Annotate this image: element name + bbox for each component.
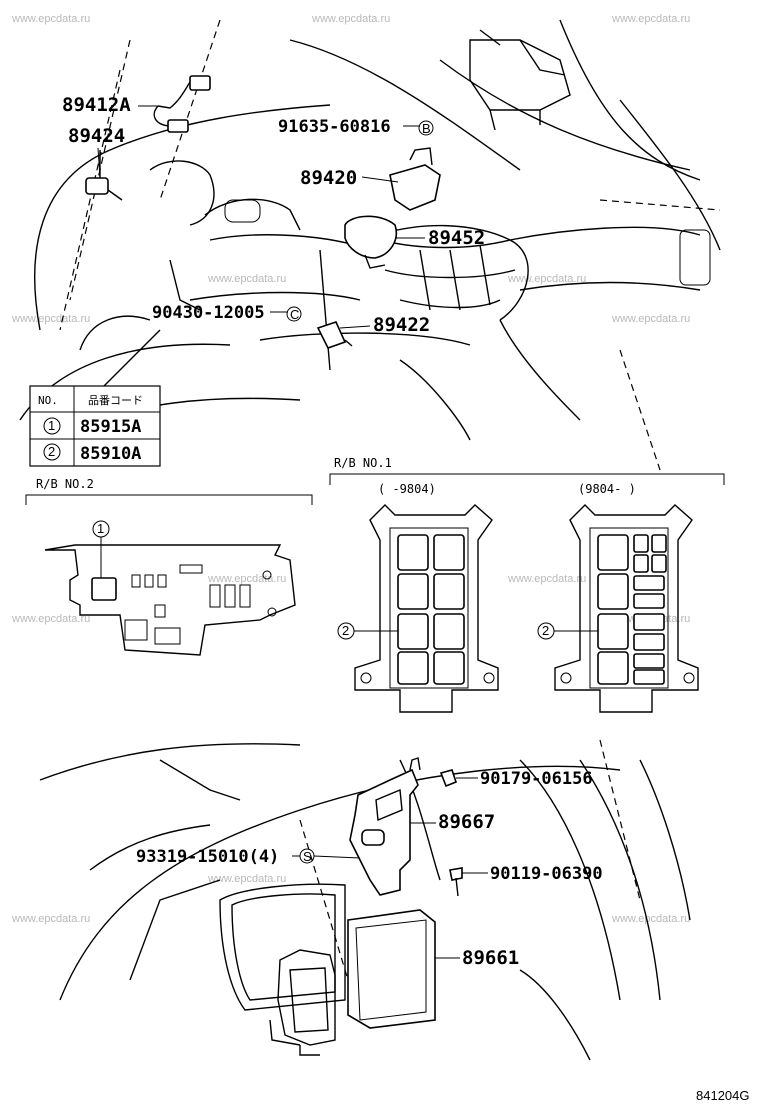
marker-s: S: [303, 849, 312, 864]
marker-b-circle: [418, 120, 434, 136]
watermark: www.epcdata.ru: [11, 913, 90, 925]
marker-1: 1: [97, 521, 104, 536]
marker-2: 2: [542, 623, 549, 638]
ecu-area-drawing: [39, 739, 691, 1061]
table-row-part[interactable]: 85915A: [80, 417, 141, 437]
part-number-89412a[interactable]: 89412A: [62, 94, 131, 116]
marker-c: C: [290, 307, 299, 322]
relay-block-no2: R/B NO.2 1: [25, 477, 313, 656]
table-header-code: 品番コード: [88, 394, 143, 407]
diagram-code: 841204G: [696, 1088, 750, 1103]
section-label-rb1: R/B NO.1: [334, 456, 392, 470]
leader-lines-upper: [97, 105, 425, 329]
table-row-no: 1: [48, 418, 55, 433]
part-number-93319-15010[interactable]: 93319-15010(4): [136, 847, 279, 867]
part-number-89420[interactable]: 89420: [300, 167, 357, 189]
watermark: www.epcdata.ru: [207, 573, 286, 585]
section-label-rb1-right: (9804- ): [578, 482, 636, 496]
part-number-90179-06156[interactable]: 90179-06156: [480, 769, 593, 789]
part-number-89661[interactable]: 89661: [462, 947, 519, 969]
table-row-no: 2: [48, 444, 55, 459]
watermark: www.epcdata.ru: [11, 613, 90, 625]
marker-2: 2: [342, 623, 349, 638]
part-number-89667[interactable]: 89667: [438, 811, 495, 833]
watermark: www.epcdata.ru: [207, 273, 286, 285]
watermark: www.epcdata.ru: [207, 873, 286, 885]
watermark: www.epcdata.ru: [11, 13, 90, 25]
relay-block-no1: R/B NO.1 ( -9804) (9804- ) 2: [329, 456, 725, 713]
table-row-part[interactable]: 85910A: [80, 444, 141, 464]
leader-lines-lower: [292, 777, 488, 959]
watermark: www.epcdata.ru: [311, 13, 390, 25]
part-number-90119-06390[interactable]: 90119-06390: [490, 864, 603, 884]
watermark: www.epcdata.ru: [611, 913, 690, 925]
marker-c-circle: [286, 306, 302, 322]
marker-s-circle: [299, 848, 315, 864]
watermark: www.epcdata.ru: [507, 573, 586, 585]
part-number-91635-60816[interactable]: 91635-60816: [278, 117, 391, 137]
part-number-89422[interactable]: 89422: [373, 314, 430, 336]
watermark: www.epcdata.ru: [11, 313, 90, 325]
section-label-rb1-left: ( -9804): [378, 482, 436, 496]
marker-b: B: [422, 121, 431, 136]
watermark: www.epcdata.ru: [611, 313, 690, 325]
table-header-no: NO.: [38, 394, 58, 407]
part-number-89424[interactable]: 89424: [68, 125, 125, 147]
section-label-rb2: R/B NO.2: [36, 477, 94, 491]
relay-code-table: NO. 品番コード 1 85915A 2 85910A: [29, 385, 161, 467]
part-number-89452[interactable]: 89452: [428, 227, 485, 249]
watermark: www.epcdata.ru: [611, 13, 690, 25]
part-number-90430-12005[interactable]: 90430-12005: [152, 303, 265, 323]
